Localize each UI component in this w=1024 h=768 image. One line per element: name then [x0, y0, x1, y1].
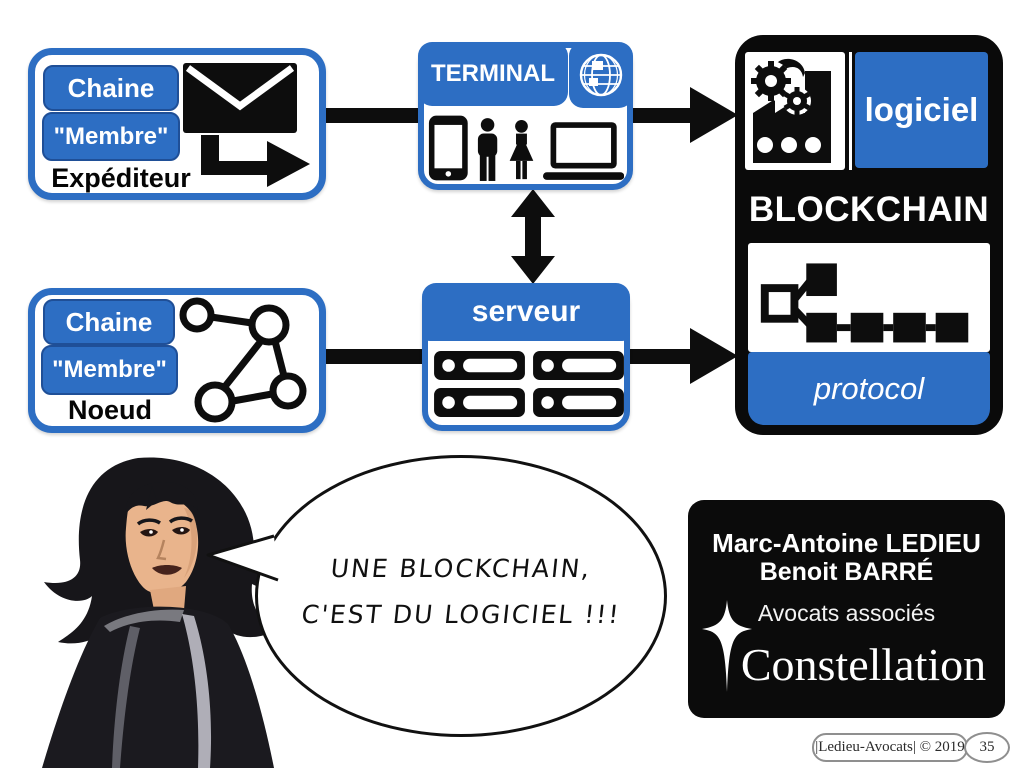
page-number: 35 — [964, 732, 1010, 763]
serveur-header: serveur — [422, 283, 630, 341]
noeud-box: Chaine "Membre" Noeud — [28, 288, 326, 433]
globe-icon — [579, 53, 623, 97]
logiciel-badge: logiciel — [855, 52, 988, 168]
network-nodes-icon — [179, 297, 307, 423]
speech-bubble: UNE BLOCKCHAIN, C'EST DU LOGICIEL !!! — [255, 455, 667, 737]
server-rack — [433, 351, 625, 417]
factory-gears-icon — [751, 58, 831, 163]
blockchain-diagram-icon — [760, 263, 969, 343]
serveur-box: serveur — [422, 283, 630, 431]
server-icon — [434, 351, 525, 380]
man-icon — [477, 118, 497, 181]
blockchain-title: BLOCKCHAIN — [748, 190, 990, 229]
envelope-icon — [183, 63, 297, 133]
sparkle-star-icon — [702, 600, 752, 692]
protocol-badge: protocol — [748, 352, 990, 425]
speech-line-1: UNE BLOCKCHAIN, — [329, 554, 593, 583]
footer-credit: |Ledieu-Avocats| © 2019 — [812, 733, 968, 762]
chain-button: Chaine — [43, 65, 179, 111]
expediteur-label: Expéditeur — [51, 163, 191, 193]
chain-diagram-tile — [748, 243, 990, 352]
terminal-devices — [428, 114, 624, 182]
comic-character-figure — [42, 457, 288, 768]
terminal-box: TERMINAL — [418, 42, 633, 190]
factory-tile — [745, 52, 845, 170]
server-icon — [434, 388, 525, 417]
blockchain-box: logiciel BLOCKCHAIN protocol — [735, 35, 1003, 435]
divider — [849, 52, 852, 170]
noeud-label: Noeud — [68, 395, 152, 425]
terminal-header: TERMINAL — [418, 42, 568, 106]
server-icon — [533, 388, 624, 417]
credits-name-1: Marc-Antoine LEDIEU — [712, 528, 981, 558]
chain-button: Chaine — [43, 299, 175, 345]
member-button: "Membre" — [42, 112, 180, 161]
laptop-icon — [542, 122, 624, 180]
member-button: "Membre" — [41, 345, 178, 395]
arrow-up-down-icon — [511, 189, 555, 284]
arrow-right-icon — [690, 328, 738, 384]
speech-bubble-tail — [206, 534, 279, 582]
expediteur-box: Chaine "Membre" Expéditeur — [28, 48, 326, 200]
smartphone-icon — [428, 115, 468, 181]
credits-brand: Constellation — [740, 639, 987, 690]
credits-subtitle: Avocats associés — [757, 600, 936, 626]
woman-icon — [509, 119, 534, 180]
send-arrow-icon — [201, 135, 310, 187]
globe-tile — [569, 42, 633, 108]
credits-card: Marc-Antoine LEDIEU Benoit BARRÉ Avocats… — [688, 500, 1005, 718]
credits-name-2: Benoit BARRÉ — [759, 558, 934, 586]
server-icon — [533, 351, 624, 380]
arrow-right-icon — [690, 87, 738, 143]
speech-line-2: C'EST DU LOGICIEL !!! — [300, 600, 622, 629]
